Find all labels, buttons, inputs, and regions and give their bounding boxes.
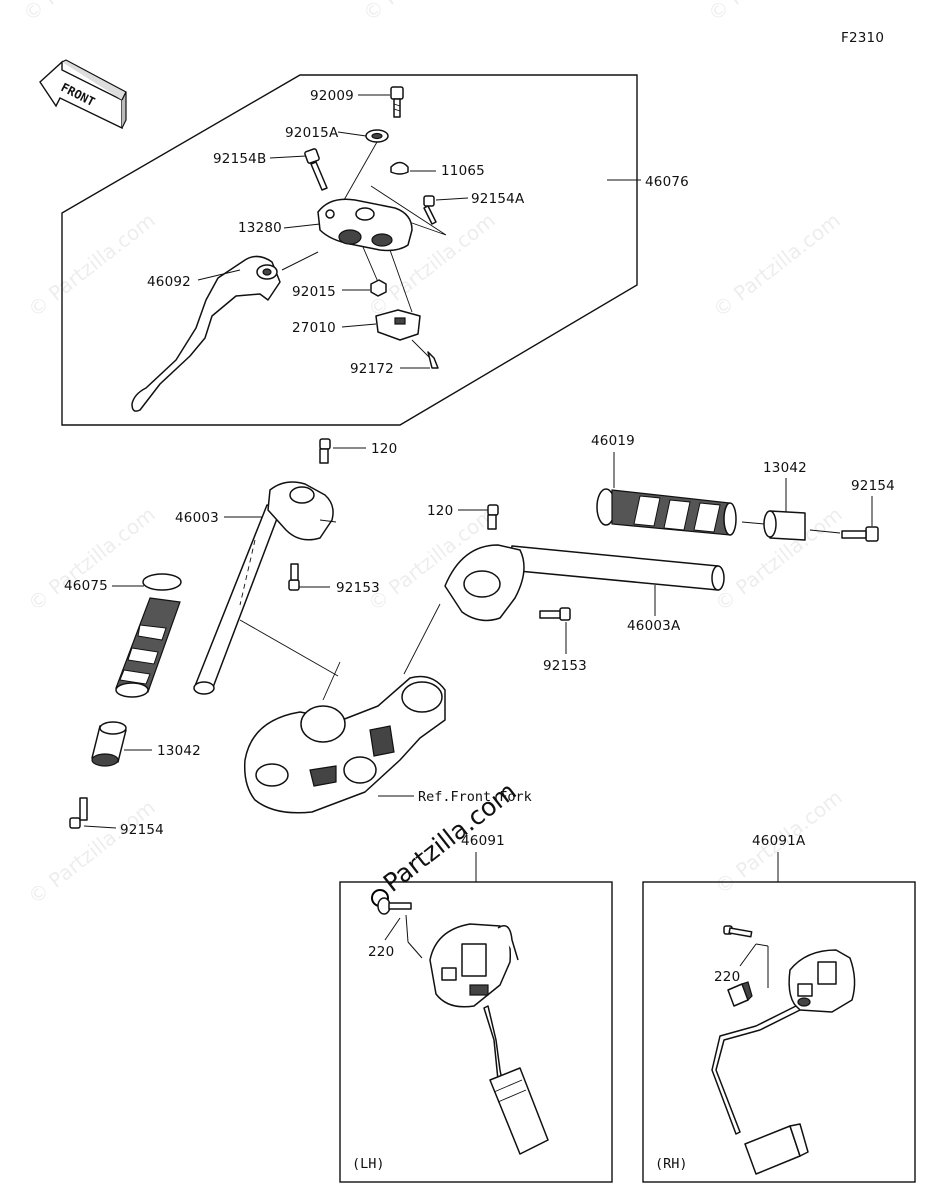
watermarks: © Partzilla.com © Partzilla.com © Partzi…: [18, 0, 846, 909]
figure-code: F2310: [841, 30, 884, 46]
watermark: © Partzilla.com: [18, 0, 154, 26]
left-switch-box: 46091 Partzilla.com 220 (LH): [339, 776, 613, 1183]
label-27010: 27010: [292, 320, 336, 336]
watermark: © Partzilla.com: [358, 0, 494, 26]
label-46091A: 46091A: [752, 833, 806, 849]
label-rh: (RH): [655, 1156, 688, 1172]
lever-assembly: 46076 92009 92015A 92154B 11065 92154A: [61, 74, 689, 426]
label-120-left: 120: [371, 441, 397, 457]
label-13042-left: 13042: [157, 743, 201, 759]
label-13280: 13280: [238, 220, 282, 236]
watermark: © Partzilla.com: [23, 208, 159, 322]
watermark: © Partzilla.com: [708, 208, 844, 322]
label-220-left: 220: [368, 944, 394, 960]
label-ref-front-fork: Ref.Front Fork: [418, 789, 532, 805]
watermark: © Partzilla.com: [703, 0, 839, 26]
label-92153-left: 92153: [336, 580, 380, 596]
label-92153-right: 92153: [543, 658, 587, 674]
label-46092: 46092: [147, 274, 191, 290]
label-92009: 92009: [310, 88, 354, 104]
label-46019: 46019: [591, 433, 635, 449]
label-46003A: 46003A: [627, 618, 681, 634]
watermark: © Partzilla.com: [23, 502, 159, 616]
right-switch-box: 46091A 220 (RH): [642, 833, 916, 1183]
front-arrow-icon: FRONT: [39, 59, 127, 130]
watermark: © Partzilla.com: [23, 795, 159, 909]
label-11065: 11065: [441, 163, 485, 179]
label-92154A: 92154A: [471, 191, 525, 207]
label-92015: 92015: [292, 284, 336, 300]
label-46091: 46091: [461, 833, 505, 849]
label-92154-right: 92154: [851, 478, 895, 494]
label-13042-right: 13042: [763, 460, 807, 476]
label-46003: 46003: [175, 510, 219, 526]
label-46076: 46076: [645, 174, 689, 190]
label-92015A: 92015A: [285, 125, 339, 141]
label-220-right: 220: [714, 969, 740, 985]
handlebar-group: 120 46003 92153 46075 13042 92154: [64, 433, 895, 838]
label-92154B: 92154B: [213, 151, 266, 167]
label-92154-left: 92154: [120, 822, 164, 838]
label-92172: 92172: [350, 361, 394, 377]
label-120-right: 120: [427, 503, 453, 519]
label-46075: 46075: [64, 578, 108, 594]
label-lh: (LH): [352, 1156, 385, 1172]
